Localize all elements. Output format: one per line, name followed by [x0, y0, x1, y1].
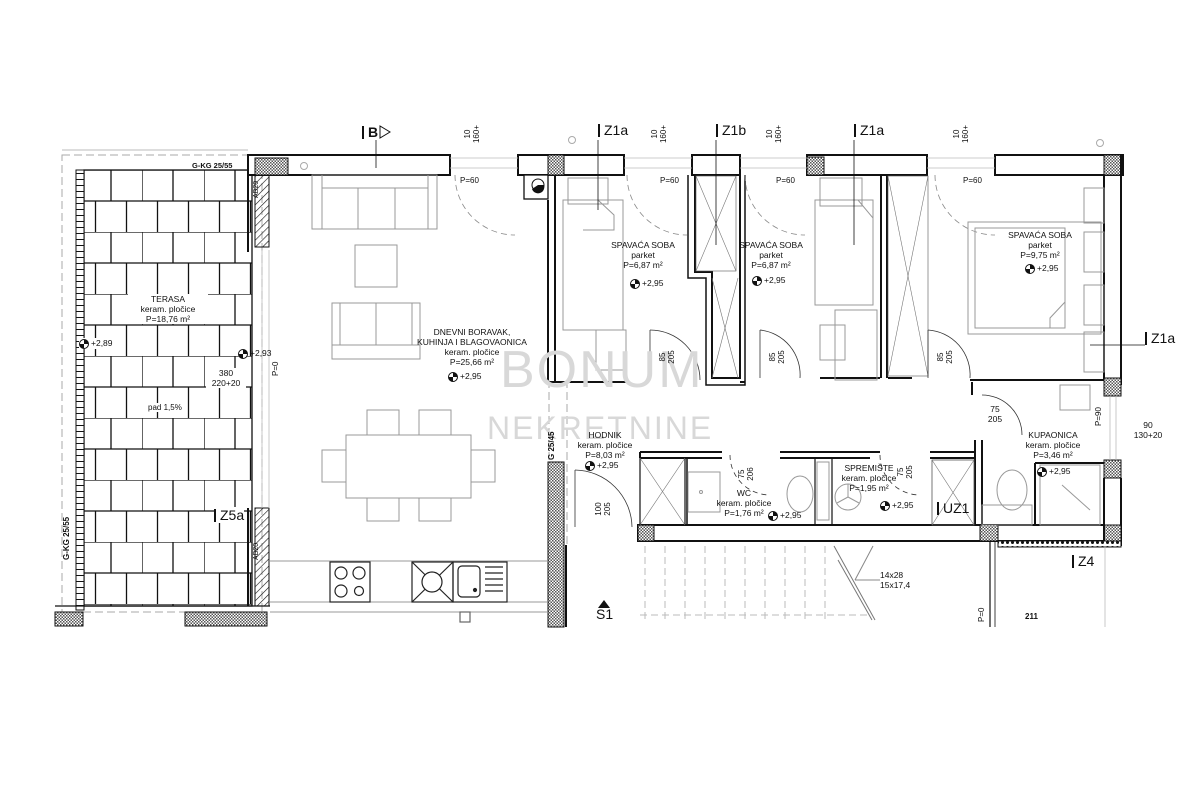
- room-label-wc: WC keram. pločice P=1,76 m²: [716, 488, 772, 518]
- terasa-dims: 380 220+20: [206, 368, 246, 388]
- door-arcs: [574, 329, 1023, 528]
- section-marker-z4: Z4: [1072, 553, 1094, 569]
- gkg-top-label: G-KG 25/55: [192, 161, 233, 170]
- section-marker-z1a-right: Z1a: [1145, 330, 1175, 346]
- room-label-dnevni: DNEVNI BORAVAK, KUHINJA I BLAGOVAONICA k…: [417, 327, 527, 367]
- p60-label-4: P=60: [963, 176, 982, 185]
- level-wc: +2,95: [768, 510, 802, 521]
- g-25-45-label: G 25/45: [547, 431, 556, 460]
- level-hodnik: +2,95: [585, 460, 619, 471]
- room-label-soba3: SPAVAĆA SOBA parket P=9,75 m²: [1008, 230, 1072, 260]
- p60-label-2: P=60: [660, 176, 679, 185]
- p60-label-1: P=60: [460, 176, 479, 185]
- level-terasa-right: +2,93: [238, 348, 272, 359]
- wall-label-bottom: AB20: [253, 542, 260, 560]
- level-soba3: +2,95: [1025, 263, 1059, 274]
- dim-211: 211: [1025, 612, 1038, 621]
- terrace: [54, 149, 270, 627]
- p60-label-3: P=60: [776, 176, 795, 185]
- p90-label: P=90: [1094, 407, 1103, 426]
- p0-label-stairs: P=0: [977, 607, 986, 622]
- level-soba1: +2,95: [630, 278, 664, 289]
- door-dim-kupaonica: 75 205: [987, 404, 1003, 424]
- slope-label: pad 1,5%: [148, 403, 182, 412]
- level-kupaonica: +2,95: [1037, 466, 1071, 477]
- gkg-left-label: G-KG 25/55: [62, 516, 71, 560]
- room-name: TERASA: [150, 294, 185, 304]
- section-marker-uz1: UZ1: [937, 500, 969, 516]
- room-label-spremiste: SPREMIŠTE keram. pločice P=1,95 m²: [841, 463, 897, 493]
- chimney-symbol: [531, 178, 545, 194]
- window-openings: [261, 157, 1117, 508]
- s1-arrow-icon: [598, 600, 610, 608]
- stair-dims: 14x28 15x17,4: [880, 570, 911, 590]
- level-terasa-left: +2,89: [79, 338, 113, 349]
- room-area: P=18,76 m²: [145, 314, 191, 324]
- level-marker-icon: [585, 460, 595, 471]
- level-marker-icon: [1025, 263, 1035, 274]
- room-label-hodnik: HODNIK keram. pločice P=8,03 m²: [577, 430, 633, 460]
- section-marker-b: B: [362, 124, 378, 140]
- level-marker-icon: [238, 348, 248, 359]
- room-floor: keram. pločice: [140, 304, 196, 314]
- furniture: [270, 174, 1105, 621]
- level-soba2: +2,95: [752, 275, 786, 286]
- section-marker-z1a-mid: Z1a: [854, 122, 884, 138]
- room-label-soba2: SPAVAĆA SOBA parket P=6,87 m²: [739, 240, 803, 270]
- door-swings: [454, 174, 996, 236]
- b-arrow-icon: [379, 125, 391, 139]
- section-marker-z1a-left: Z1a: [598, 122, 628, 138]
- level-spremiste: +2,95: [880, 500, 914, 511]
- level-marker-icon: [752, 275, 762, 286]
- level-marker-icon: [448, 371, 458, 382]
- room-label-soba1: SPAVAĆA SOBA parket P=6,87 m²: [611, 240, 675, 270]
- section-lines: [375, 140, 1145, 346]
- p0-label-living: P=0: [271, 361, 280, 376]
- level-marker-icon: [1037, 466, 1047, 477]
- walls: [247, 154, 1124, 628]
- level-dnevni: +2,95: [448, 371, 482, 382]
- section-marker-s1: S1: [596, 606, 614, 622]
- room-label-terasa: TERASA keram. pločice P=18,76 m²: [128, 294, 208, 324]
- window-dim-kupaonica: 90 130+20: [1133, 420, 1163, 440]
- level-marker-icon: [880, 500, 890, 511]
- level-marker-icon: [79, 338, 89, 349]
- section-marker-z1b: Z1b: [716, 122, 746, 138]
- wall-label-top: AB20: [253, 180, 260, 198]
- level-marker-icon: [630, 278, 640, 289]
- kitchen-appliances: [329, 561, 508, 623]
- room-label-kupaonica: KUPAONICA keram. pločice P=3,46 m²: [1025, 430, 1081, 460]
- section-marker-z5a: Z5a: [214, 507, 245, 523]
- level-marker-icon: [768, 510, 778, 521]
